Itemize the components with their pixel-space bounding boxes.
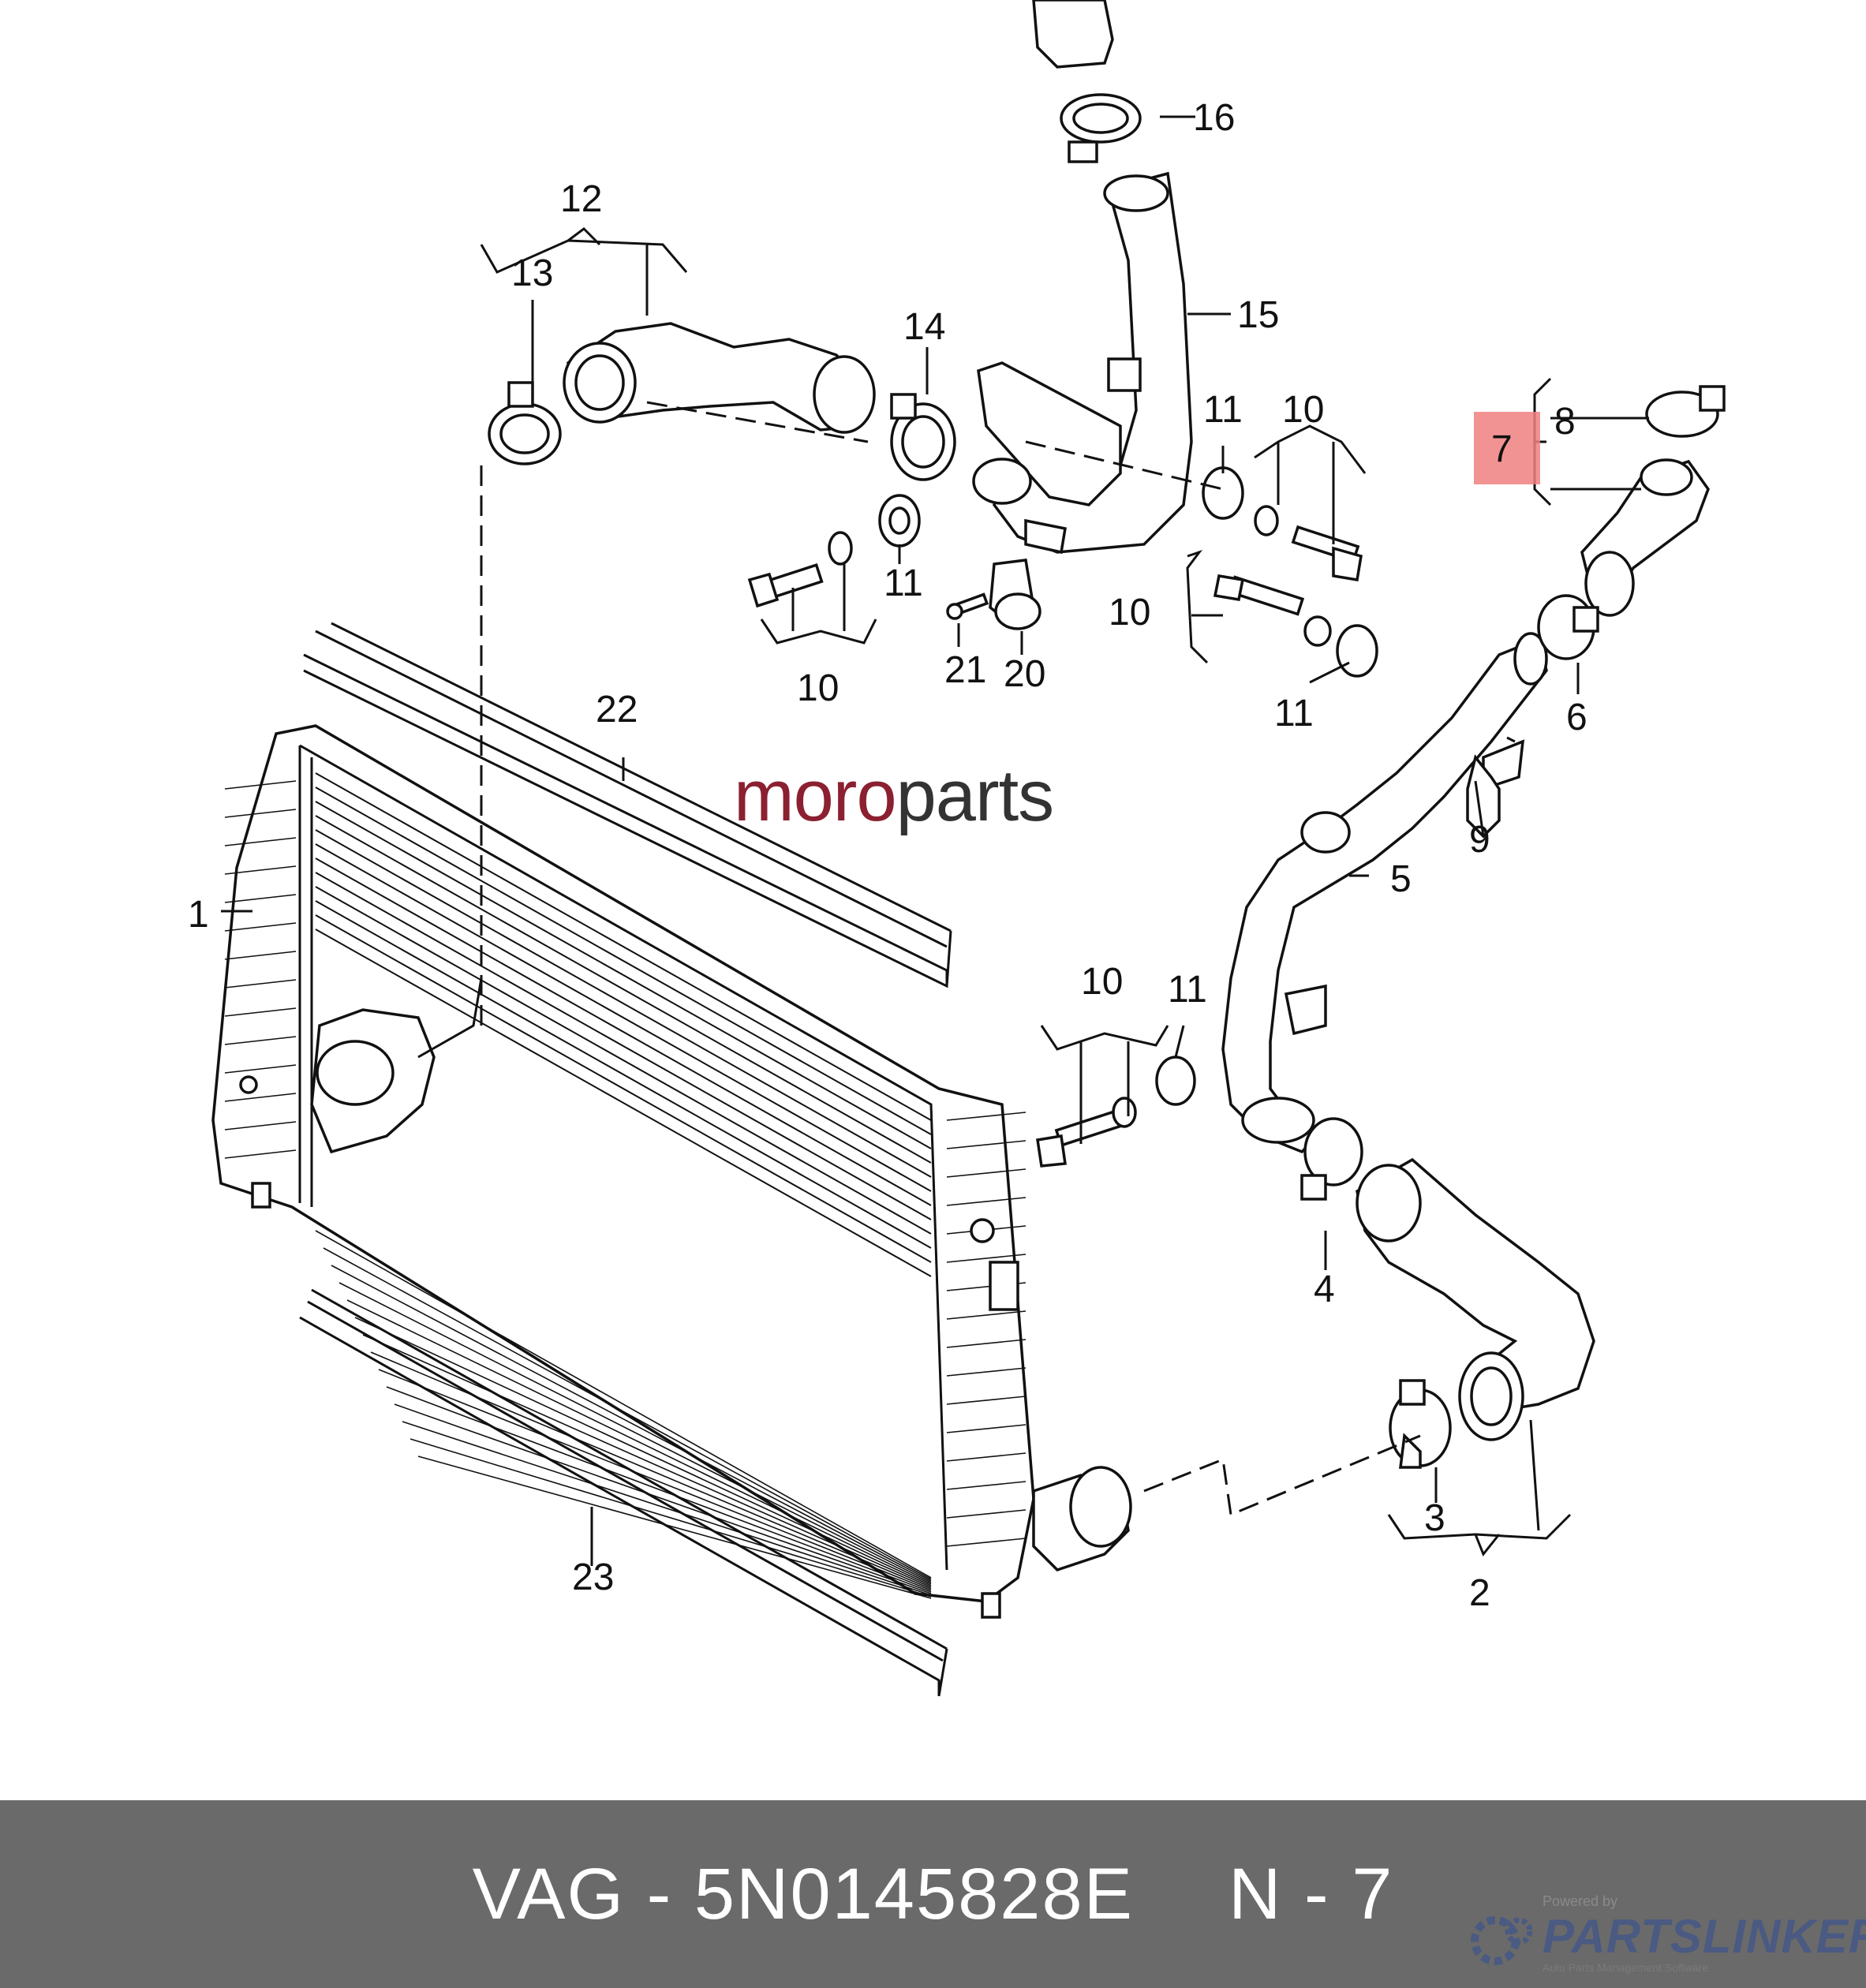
part-reference: VAG - 5N0145828E N - 7 <box>0 1800 1866 1988</box>
callout-4: 4 <box>1314 1269 1335 1310</box>
callout-5: 5 <box>1390 858 1412 900</box>
screw-21 <box>946 592 989 620</box>
leader-lines <box>221 115 1649 1566</box>
callout-11-b: 11 <box>1203 389 1243 431</box>
callout-3: 3 <box>1424 1497 1445 1539</box>
callout-23: 23 <box>572 1556 614 1598</box>
parts-diagram: 1 2 3 4 5 6 7 8 9 10 10 10 10 11 11 11 1… <box>188 0 1726 1697</box>
callout-15: 15 <box>1237 294 1279 336</box>
callout-11-d: 11 <box>1168 969 1207 1011</box>
bushing-11-c <box>1213 574 1378 678</box>
watermark: moroparts <box>734 756 1053 836</box>
air-guide-upper <box>303 622 952 988</box>
clamp-4 <box>1300 1117 1363 1201</box>
hose-7 <box>1580 458 1710 617</box>
partslinker-logo-icon <box>1471 1916 1533 1965</box>
clamp-6 <box>1537 594 1599 660</box>
callout-7: 7 <box>1491 428 1513 470</box>
brand-label: VAG <box>472 1854 626 1934</box>
callout-22: 22 <box>596 689 638 731</box>
powered-by-label: Powered by <box>1543 1893 1618 1909</box>
pipe-5 <box>1221 632 1548 1154</box>
intercooler <box>211 724 1035 1619</box>
callout-11-a: 11 <box>884 562 923 604</box>
pipe-15 <box>972 0 1193 555</box>
callout-10-b: 10 <box>1282 389 1324 431</box>
bolt-10-a <box>747 531 853 608</box>
callout-8: 8 <box>1554 401 1576 443</box>
callout-2: 2 <box>1469 1572 1490 1614</box>
callout-10-a: 10 <box>797 667 839 709</box>
clamp-16 <box>1060 93 1142 163</box>
callout-21: 21 <box>944 649 986 691</box>
hose-12 <box>563 322 876 434</box>
clamp-13 <box>488 381 562 465</box>
clamp-8 <box>1645 385 1726 438</box>
callout-10-d: 10 <box>1081 961 1123 1003</box>
callout-16: 16 <box>1193 97 1235 139</box>
partslinker-name: PARTSLINKER <box>1543 1910 1866 1963</box>
clamp-3 <box>1389 1379 1452 1469</box>
sensor-20 <box>989 559 1041 630</box>
pipe-9 <box>1466 736 1516 839</box>
callout-labels: 1 2 3 4 5 6 7 8 9 10 10 10 10 11 11 11 1… <box>188 97 1587 1614</box>
callout-14: 14 <box>903 306 945 348</box>
callout-6: 6 <box>1566 697 1587 738</box>
separator: - <box>646 1854 673 1934</box>
callout-1: 1 <box>188 894 209 936</box>
callout-highlight <box>1474 412 1540 484</box>
footer-bar: VAG - 5N0145828E N - 7 <box>0 1800 1866 1988</box>
clamp-14 <box>890 393 956 481</box>
callout-20: 20 <box>1004 653 1045 695</box>
callout-10-c: 10 <box>1109 592 1150 633</box>
bushing-11-a <box>878 494 921 547</box>
part-number: 5N0145828E <box>694 1854 1134 1934</box>
air-guide-lower <box>299 1288 948 1697</box>
bushing-11-b <box>1202 466 1363 582</box>
bushing-11-d <box>1036 1056 1196 1168</box>
diagram-position: N - 7 <box>1228 1854 1394 1934</box>
callout-12: 12 <box>560 178 602 220</box>
hose-2 <box>1356 1157 1595 1441</box>
partslinker-tagline: Auto Parts Management Software <box>1543 1961 1709 1974</box>
callout-9: 9 <box>1469 819 1490 861</box>
callout-11-c: 11 <box>1274 693 1314 734</box>
callout-13: 13 <box>511 252 553 294</box>
